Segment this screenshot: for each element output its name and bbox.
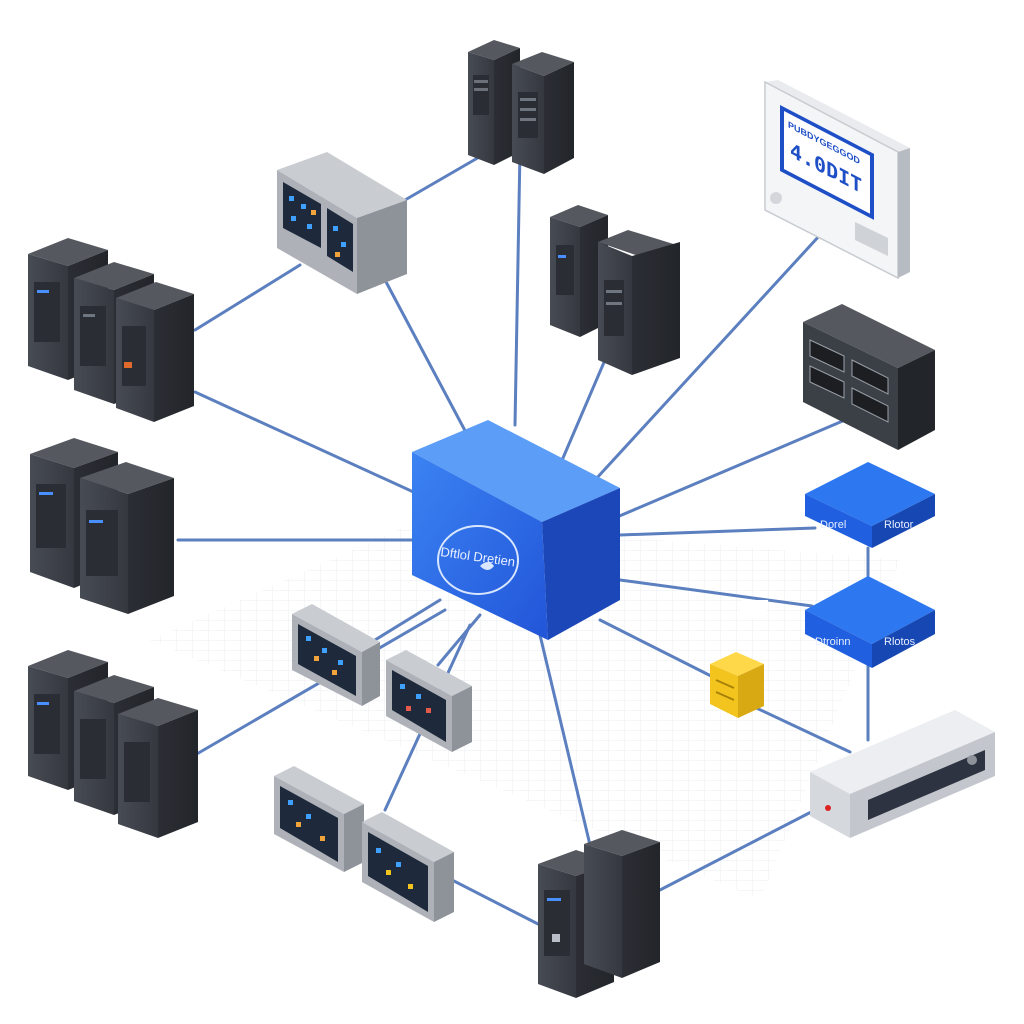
check-badge-icon <box>763 486 789 502</box>
central-hub[interactable]: Dftlol Dretien <box>412 420 620 640</box>
link-server-top-center <box>513 148 522 427</box>
hub-logo-icon <box>480 562 494 570</box>
tile-bottom-left-label: Dtroinn <box>815 636 850 648</box>
link-server-bottom <box>538 633 592 847</box>
link-router-server <box>658 808 817 892</box>
link-tile-top <box>618 526 817 537</box>
link-tile-bottom <box>618 578 814 608</box>
tile-top-left-label: Dorel <box>820 519 846 531</box>
link-switch-server-bottom <box>450 878 542 927</box>
link-rack-switch <box>193 263 302 332</box>
link-monitor <box>593 233 822 482</box>
database-stack-icon[interactable] <box>710 652 764 718</box>
switch-panel-bottom-right[interactable] <box>362 812 454 922</box>
server-cluster-left-mid[interactable] <box>30 438 174 614</box>
link-yellow-router <box>748 703 852 754</box>
link-server-mid-right <box>558 358 607 467</box>
server-cluster-top[interactable] <box>468 40 574 174</box>
check-badge-icon <box>739 600 769 618</box>
router-appliance[interactable] <box>810 710 995 838</box>
link-server-left-top <box>193 390 422 497</box>
tile-top[interactable]: Dorel Rlotor <box>763 462 935 548</box>
floor-grid <box>150 520 900 900</box>
router-front-panel <box>868 750 985 820</box>
monitor-vent <box>855 222 888 256</box>
storage-unit-right[interactable] <box>803 304 935 450</box>
server-cluster-bottom[interactable] <box>538 830 660 998</box>
link-switch-top <box>383 278 472 442</box>
switch-panel-mid-left[interactable] <box>292 604 380 706</box>
switch-panel-mid-right[interactable] <box>386 650 472 752</box>
hub-logo-ring <box>437 525 519 595</box>
tile-bottom[interactable]: Dtroinn Rlotos <box>739 576 935 668</box>
link-yellow-storage <box>598 618 717 680</box>
switch-panel-bottom-left[interactable] <box>274 766 364 872</box>
tile-bottom-right-label: Rlotos <box>884 636 916 648</box>
display-monitor[interactable]: PUBDYGEGGOD 4.0DIT <box>764 80 910 280</box>
link-switch-mid <box>373 598 442 642</box>
link-switch-mid-right <box>436 613 482 667</box>
switch-panel-top[interactable] <box>277 152 407 294</box>
monitor-screen-frame <box>780 104 874 220</box>
server-cluster-left-bottom[interactable] <box>28 650 198 838</box>
server-cluster-mid-right[interactable] <box>550 205 680 375</box>
router-knob <box>967 755 977 765</box>
link-storage-unit <box>608 418 847 522</box>
monitor-power-dot <box>770 192 782 204</box>
server-cluster-left-top[interactable] <box>28 238 194 422</box>
tile-top-right-label: Rlotor <box>884 519 914 531</box>
router-power-led <box>825 805 831 811</box>
